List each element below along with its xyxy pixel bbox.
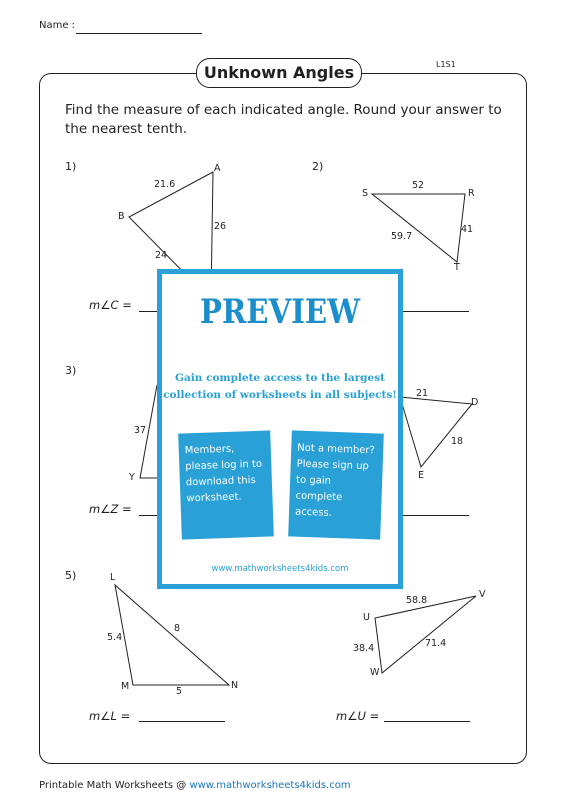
vertex-t: T [454, 262, 460, 273]
vertex-w: W [370, 667, 380, 678]
footer-text: Printable Math Worksheets @ [39, 780, 190, 791]
triangle-1 [128, 171, 214, 302]
name-label: Name : [39, 20, 76, 31]
answer-6-line[interactable] [384, 721, 470, 722]
members-login-button[interactable]: Members, please log in to download this … [178, 430, 274, 540]
vertex-n: N [231, 680, 239, 691]
side-uw: 38.4 [353, 643, 375, 654]
footer-url-link[interactable]: www.mathworksheets4kids.com [189, 780, 351, 791]
footer: Printable Math Worksheets @ www.mathwork… [39, 780, 351, 791]
side-de: 18 [451, 436, 464, 447]
answer-6-label: m∠U = [336, 709, 380, 723]
vertex-b: B [118, 211, 125, 222]
answer-1-label: m∠C = [89, 298, 132, 312]
worksheet-code: L1S1 [436, 60, 456, 69]
signup-button[interactable]: Not a member? Please sign up to gain com… [288, 430, 384, 540]
vertex-r: R [468, 188, 475, 199]
problem-2-number: 2) [312, 160, 324, 173]
side-ln: 8 [174, 623, 181, 634]
vertex-a: A [214, 163, 221, 174]
preview-overlay: PREVIEW Gain complete access to the larg… [157, 269, 403, 589]
worksheet-title: Unknown Angles [196, 58, 362, 88]
vertex-e: E [418, 470, 425, 481]
vertex-s: S [362, 188, 369, 199]
answer-5-line[interactable] [139, 721, 225, 722]
vertex-y: Y [129, 472, 135, 483]
vertex-m: M [121, 681, 130, 692]
triangle-4 [399, 396, 473, 469]
name-line[interactable] [76, 33, 202, 34]
problem-5-number: 5) [65, 569, 77, 582]
answer-4-line[interactable] [383, 515, 469, 516]
side-uv: 58.8 [406, 595, 428, 606]
side-4a: 21 [416, 388, 429, 399]
side-sr: 52 [412, 180, 425, 191]
instructions: Find the measure of each indicated angle… [65, 102, 502, 137]
vertex-u: U [363, 612, 370, 623]
side-ab: 21.6 [154, 179, 176, 190]
preview-subtitle: Gain complete access to the largest coll… [162, 370, 398, 404]
preview-url-link[interactable]: www.mathworksheets4kids.com [211, 564, 349, 574]
vertex-l: L [110, 572, 116, 583]
problem-3-number: 3) [65, 364, 77, 377]
side-rt: 41 [461, 224, 474, 235]
side-ac: 26 [214, 221, 227, 232]
problem-1-number: 1) [65, 160, 77, 173]
side-lm: 5.4 [107, 632, 123, 643]
side-st: 59.7 [391, 231, 413, 242]
answer-5-label: m∠L = [89, 709, 131, 723]
side-mn: 5 [176, 686, 183, 697]
preview-title: PREVIEW [199, 292, 361, 332]
side-vw: 71.4 [425, 638, 447, 649]
preview-subtitle-line-2: collection of worksheets in all subjects… [163, 389, 397, 401]
answer-2-line[interactable] [383, 311, 469, 312]
triangle-2 [370, 193, 466, 263]
preview-subtitle-line-1: Gain complete access to the largest [175, 372, 385, 384]
vertex-d: D [471, 397, 479, 408]
triangle-5 [114, 583, 231, 686]
side-bc: 24 [155, 250, 168, 261]
side-3a: 37 [134, 425, 147, 436]
triangle-6 [374, 595, 477, 674]
vertex-v: V [479, 589, 486, 600]
answer-3-label: m∠Z = [89, 502, 132, 516]
